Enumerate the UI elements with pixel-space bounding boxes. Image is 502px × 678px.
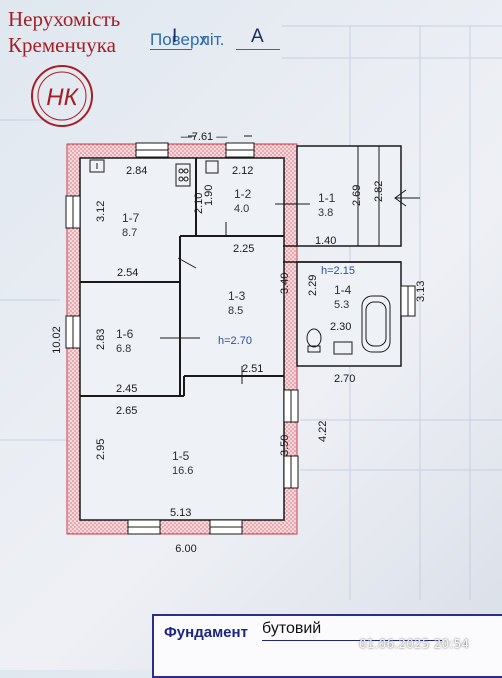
room-1-2-area: 4.0 xyxy=(234,203,249,215)
dim-284: 2.84 xyxy=(126,165,147,177)
dim-340: 3.40 xyxy=(279,273,291,294)
room-1-3-area: 8.5 xyxy=(228,305,243,317)
dim-282: 2.82 xyxy=(373,181,385,202)
dim-210: 2.10 xyxy=(193,193,205,214)
floor-label: Поверх xyxy=(150,30,208,49)
room-1-1-area: 3.8 xyxy=(318,207,333,219)
dim-513: 5.13 xyxy=(170,507,191,519)
dim-283: 2.83 xyxy=(95,329,107,350)
ceiling-bath: h=2.15 xyxy=(321,265,355,277)
room-1-4-id: 1-4 xyxy=(334,283,352,297)
room-1-3-id: 1-3 xyxy=(228,289,246,303)
floor-value: I xyxy=(172,26,178,47)
lit-value: А xyxy=(251,26,264,47)
photo-timestamp: 01.06.2025 20:54 xyxy=(359,637,470,651)
room-1-5-area: 16.6 xyxy=(172,465,193,477)
dim-265: 2.65 xyxy=(116,405,137,417)
annex xyxy=(283,145,402,367)
room-1-5-id: 1-5 xyxy=(172,449,190,463)
room-1-2-id: 1-2 xyxy=(234,187,252,201)
dim-overall-width: —7.61 — xyxy=(181,131,227,143)
lit-underline xyxy=(236,49,280,50)
floor-underline xyxy=(150,49,192,50)
agency-name-line1: Нерухомість xyxy=(8,7,121,31)
room-1-7-area: 8.7 xyxy=(122,227,137,239)
room-1-4-area: 5.3 xyxy=(334,299,349,311)
room-1-1-id: 1-1 xyxy=(318,191,336,205)
room-1-6-id: 1-6 xyxy=(116,327,134,341)
dim-270: 2.70 xyxy=(334,373,355,385)
partitions xyxy=(80,158,310,397)
dim-overall-height: 10.02 xyxy=(51,326,63,354)
logo-letters: НК xyxy=(46,84,79,111)
dim-251: 2.51 xyxy=(242,363,263,375)
dim-230: 2.30 xyxy=(330,321,351,333)
dim-212: 2.12 xyxy=(232,165,253,177)
room-1-6-area: 6.8 xyxy=(116,343,131,355)
dim-295: 2.95 xyxy=(95,439,107,460)
foundation-underline xyxy=(262,640,442,641)
dim-422: 4.22 xyxy=(317,421,329,442)
dim-269: 2.69 xyxy=(351,185,363,206)
fixtures xyxy=(89,159,420,355)
dim-350: 3.50 xyxy=(279,435,291,456)
ceiling-main: h=2.70 xyxy=(218,335,252,347)
dim-bottom-width: 6.00 xyxy=(175,543,196,555)
foundation-label: Фундамент xyxy=(164,624,248,641)
windows xyxy=(65,142,416,535)
dim-225: 2.25 xyxy=(233,243,254,255)
dim-190: 1.90 xyxy=(203,185,215,206)
outer-walls xyxy=(66,143,298,535)
dim-313: 3.13 xyxy=(415,281,427,302)
dim-254: 2.54 xyxy=(117,267,138,279)
dim-245: 2.45 xyxy=(116,383,137,395)
dim-229: 2.29 xyxy=(307,275,319,296)
dim-312: 3.12 xyxy=(95,201,107,222)
agency-name-line2: Кременчука xyxy=(8,33,116,57)
dim-140: 1.40 xyxy=(315,235,336,247)
foundation-value: бутовий xyxy=(262,620,322,637)
dimensions: —7.61 — 10.02 6.00 2.84 2.12 3.12 2.10 1… xyxy=(51,131,427,555)
lit-label: літ. xyxy=(200,30,225,49)
room-1-7-id: 1-7 xyxy=(122,211,140,225)
